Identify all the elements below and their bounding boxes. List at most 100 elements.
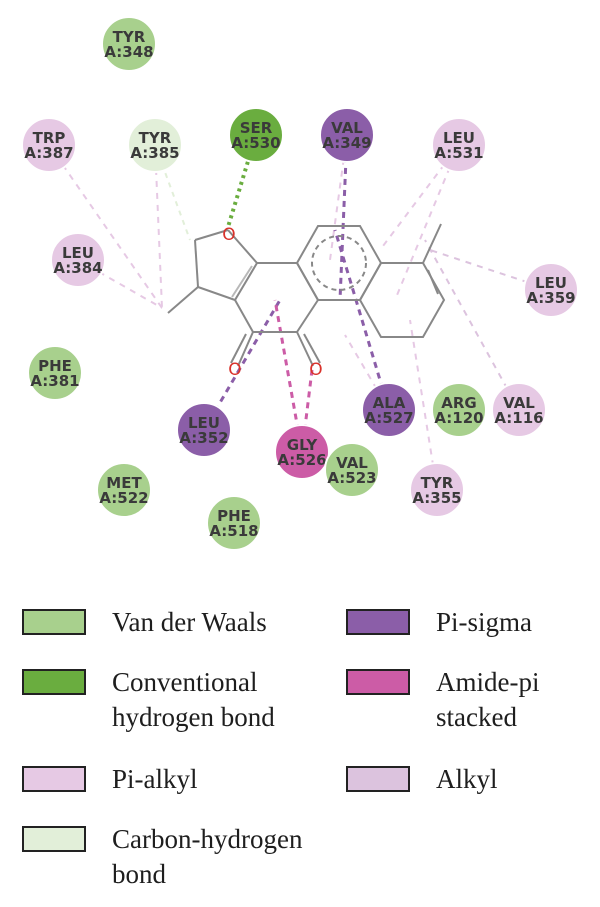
residue-circle bbox=[228, 107, 284, 163]
residue-number: A:120 bbox=[434, 409, 483, 427]
residue-name: LEU bbox=[188, 414, 220, 432]
residue-name: MET bbox=[106, 474, 142, 492]
legend-item-pi-alkyl: Pi-alkyl bbox=[22, 762, 198, 797]
residue-name: ARG bbox=[441, 394, 476, 412]
carbonyl-oxygen-right: O bbox=[309, 360, 322, 380]
residue-name: ALA bbox=[373, 394, 406, 412]
legend-swatch-pi-alkyl bbox=[22, 766, 86, 792]
ligand-bond bbox=[231, 265, 253, 298]
ligand-bond bbox=[422, 223, 442, 264]
legend-swatch-van-der-waals bbox=[22, 609, 86, 635]
interaction-diagram: O O O TYRA:348TRPA:387TYRA:385SERA:530VA… bbox=[21, 16, 579, 551]
interaction-line-ala527 bbox=[333, 229, 391, 411]
ligand-bond bbox=[303, 333, 321, 364]
residue-circle bbox=[431, 382, 487, 438]
legend-label-pi-alkyl: Pi-alkyl bbox=[112, 764, 198, 794]
interaction-line-val116 bbox=[424, 239, 520, 411]
legend-label-pi-sigma: Pi-sigma bbox=[436, 607, 533, 637]
interaction-line-tyr385 bbox=[154, 144, 191, 241]
residue-circle bbox=[176, 402, 232, 458]
ligand-bond bbox=[296, 331, 314, 367]
legend: Van der Waals Conventional hydrogen bond… bbox=[0, 590, 600, 907]
ligand-bond bbox=[296, 299, 319, 333]
residue-number: A:349 bbox=[322, 134, 371, 152]
ligand-bond bbox=[227, 229, 258, 264]
residue-circle bbox=[206, 495, 262, 551]
residue-circle bbox=[324, 442, 380, 498]
residue-number: A:527 bbox=[364, 409, 413, 427]
residue-number: A:387 bbox=[24, 144, 73, 162]
residue-circle bbox=[101, 16, 157, 72]
ligand-bond bbox=[234, 262, 258, 301]
ligand-bond bbox=[194, 229, 229, 241]
residue-number: A:355 bbox=[412, 489, 461, 507]
interaction-line-tyr355 bbox=[409, 319, 438, 491]
residue-name: TYR bbox=[421, 474, 454, 492]
residue-circle bbox=[274, 424, 330, 480]
residue-number: A:522 bbox=[99, 489, 148, 507]
residue-number: A:385 bbox=[130, 144, 179, 162]
ligand-bond bbox=[234, 299, 254, 333]
ligand-bond bbox=[311, 235, 367, 291]
residue-name: TYR bbox=[139, 129, 172, 147]
legend-label-carbon-hbond: Carbon-hydrogen bond bbox=[112, 824, 303, 889]
ligand-bond bbox=[197, 286, 236, 301]
residue-number: A:531 bbox=[434, 144, 483, 162]
ligand-bond bbox=[237, 331, 254, 367]
legend-swatch-conventional-hbond bbox=[22, 669, 86, 695]
legend-item-alkyl: Alkyl bbox=[346, 762, 498, 797]
interaction-line-trp387 bbox=[48, 144, 163, 309]
residues: TYRA:348TRPA:387TYRA:385SERA:530VALA:349… bbox=[21, 16, 579, 551]
residue-number: A:116 bbox=[494, 409, 543, 427]
legend-item-carbon-hbond: Carbon-hydrogen bond bbox=[22, 822, 302, 892]
ligand-structure bbox=[167, 223, 446, 367]
residue-name: TYR bbox=[113, 28, 146, 46]
residue-number: A:523 bbox=[327, 469, 376, 487]
legend-label-amide-pi: Amide-pi stacked bbox=[436, 667, 540, 732]
legend-label-alkyl: Alkyl bbox=[436, 764, 498, 794]
residue-circle bbox=[96, 462, 152, 518]
residue-number: A:381 bbox=[30, 372, 79, 390]
residue-name: LEU bbox=[535, 274, 567, 292]
legend-swatch-carbon-hbond bbox=[22, 826, 86, 852]
residue-circle bbox=[431, 117, 487, 173]
residue-number: A:384 bbox=[53, 259, 102, 277]
oxygen-atoms: O O O bbox=[222, 225, 322, 380]
residue-name: PHE bbox=[217, 507, 251, 525]
residue-number: A:359 bbox=[526, 289, 575, 307]
ring-oxygen: O bbox=[222, 225, 235, 245]
residue-circle bbox=[409, 462, 465, 518]
residue-circle bbox=[491, 382, 547, 438]
legend-item-pi-sigma: Pi-sigma bbox=[346, 605, 532, 640]
ligand-bond bbox=[230, 333, 247, 364]
residue-name: VAL bbox=[336, 454, 368, 472]
residue-circle bbox=[127, 117, 183, 173]
legend-swatch-pi-sigma bbox=[346, 609, 410, 635]
residue-name: SER bbox=[240, 119, 273, 137]
legend-label-van-der-waals: Van der Waals bbox=[112, 607, 267, 637]
residue-name: TRP bbox=[33, 129, 66, 147]
ligand-bond bbox=[194, 239, 199, 288]
residue-name: LEU bbox=[443, 129, 475, 147]
legend-swatch-amide-pi bbox=[346, 669, 410, 695]
residue-number: A:526 bbox=[277, 451, 326, 469]
residue-circle bbox=[50, 232, 106, 288]
interaction-line-leu359 bbox=[429, 249, 552, 291]
residue-name: LEU bbox=[62, 244, 94, 262]
legend-item-amide-pi: Amide-pi stacked bbox=[346, 665, 539, 735]
